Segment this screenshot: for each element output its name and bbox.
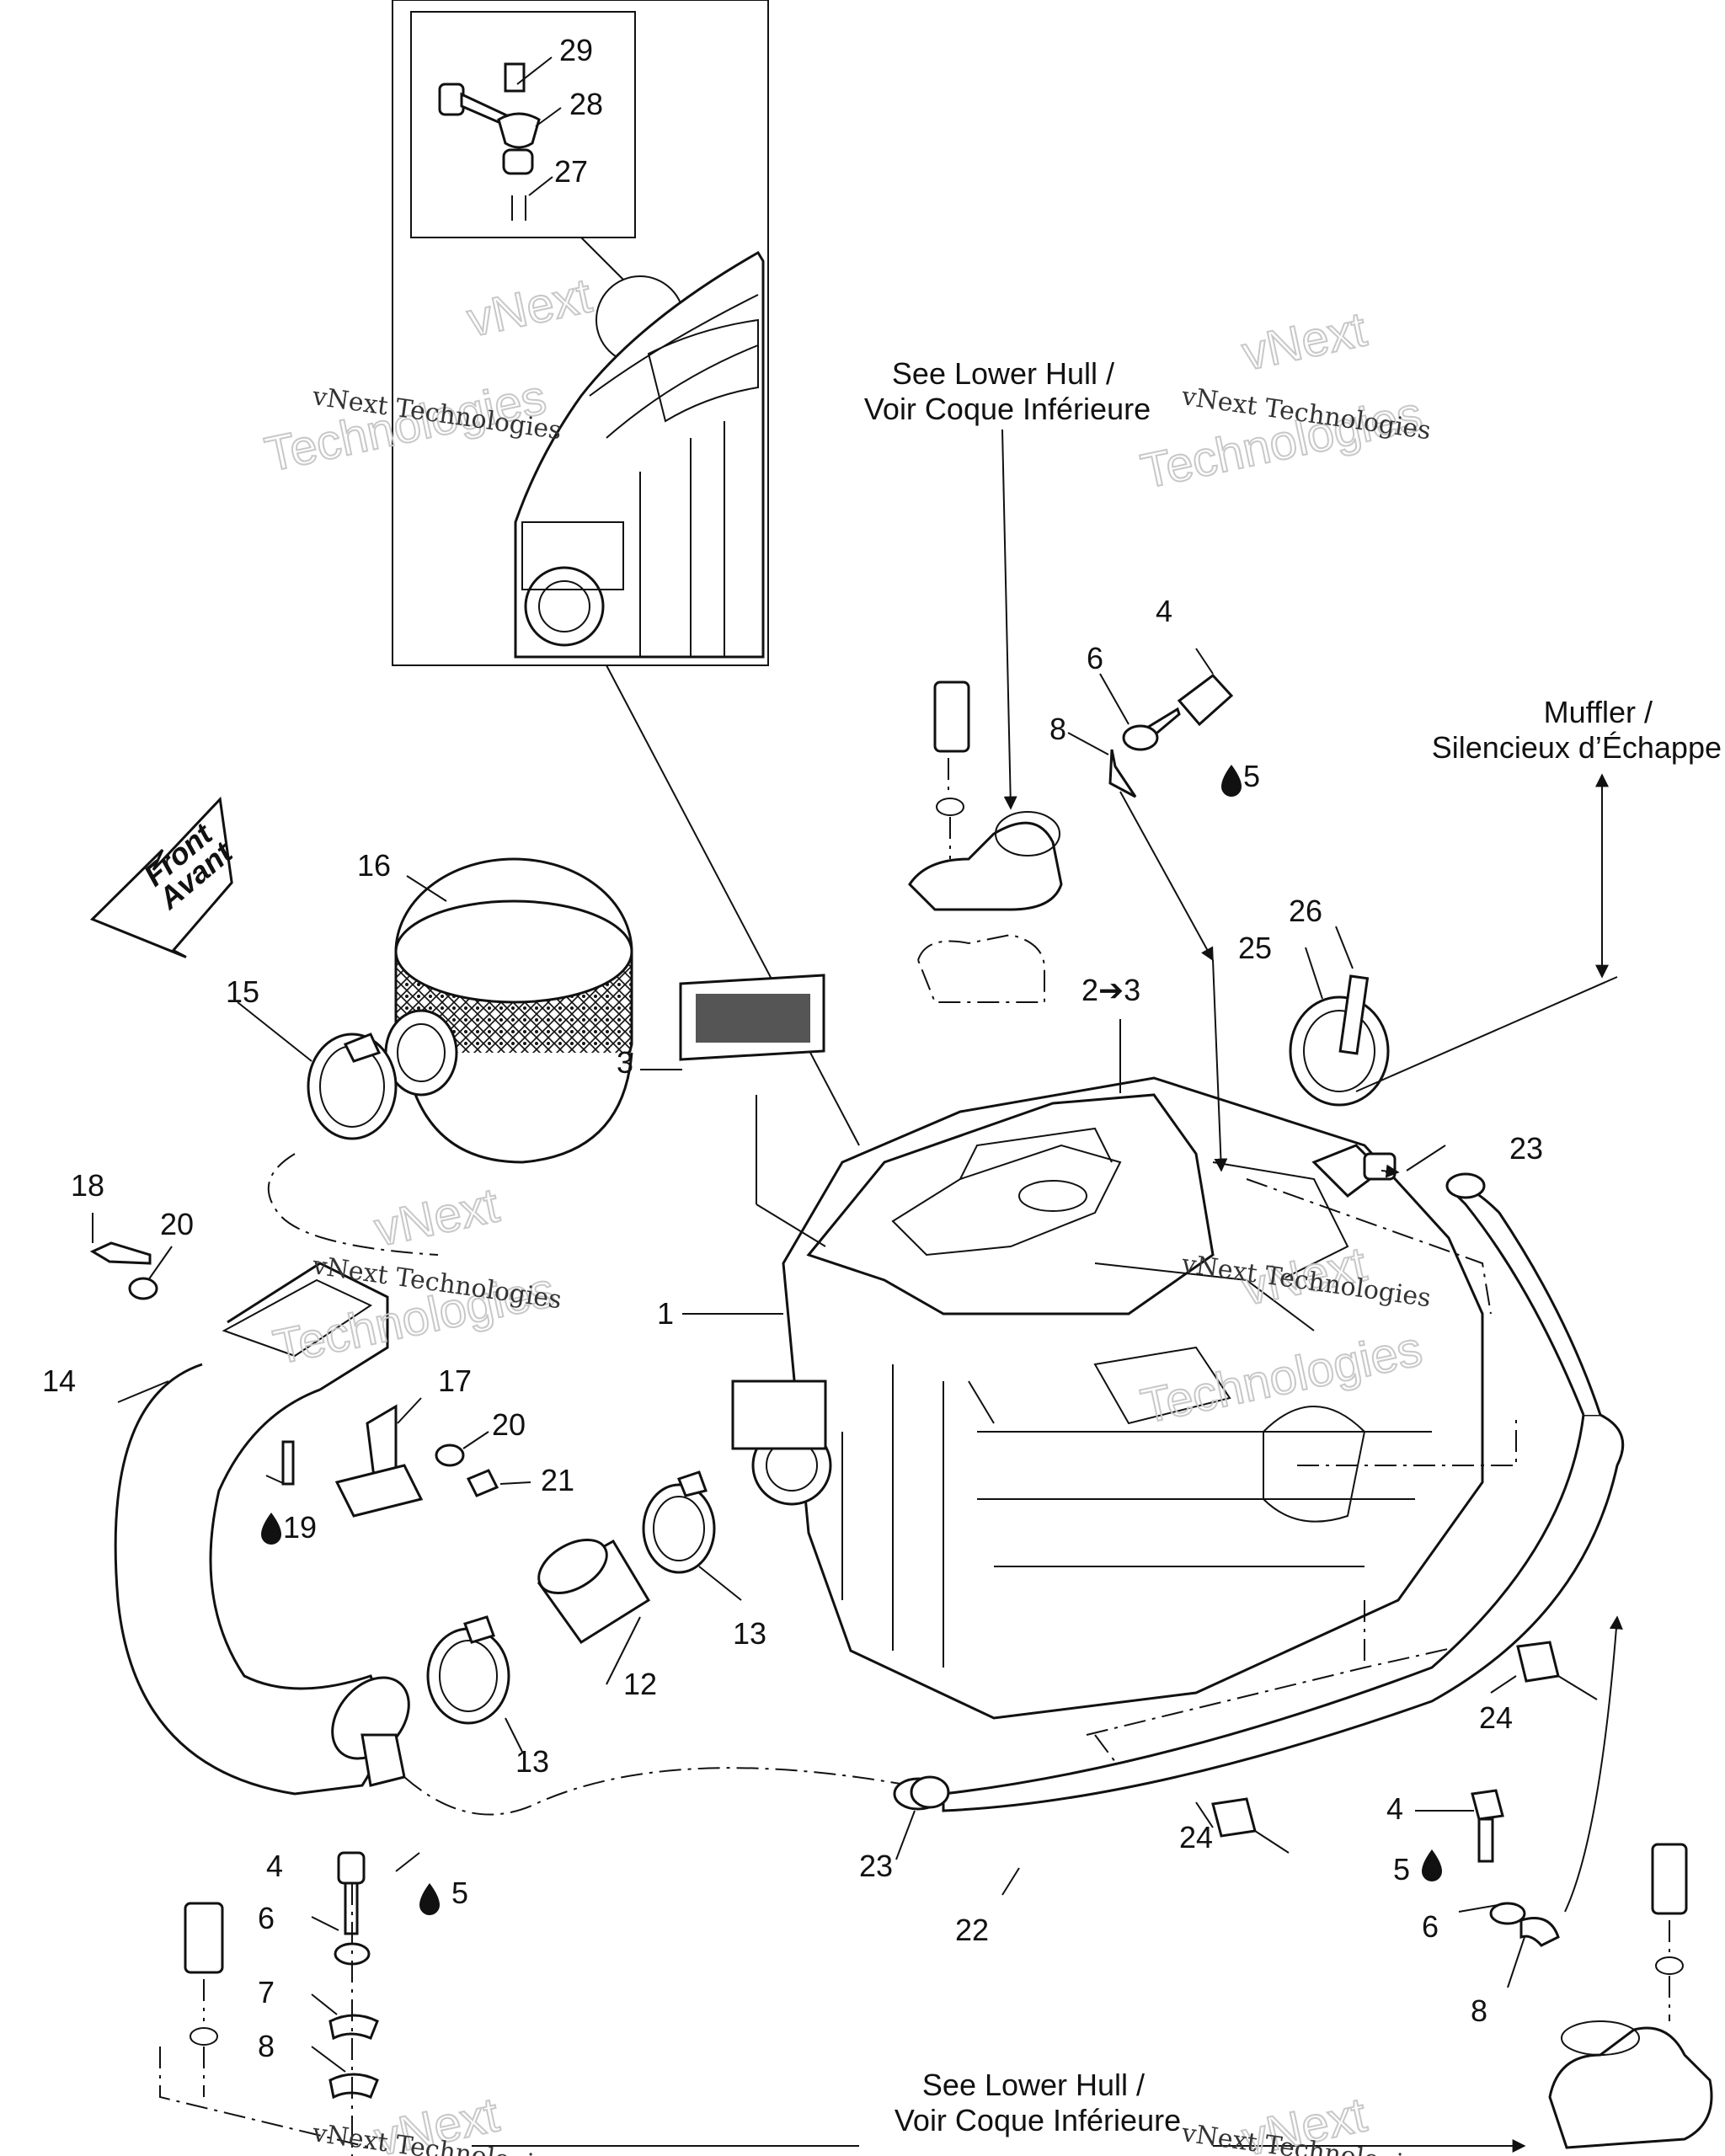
label-20-left: 20 — [160, 1207, 194, 1241]
label-7: 7 — [258, 1975, 275, 2009]
hose-straps — [1211, 1641, 1598, 1854]
label-15: 15 — [226, 974, 259, 1009]
label-17: 17 — [438, 1364, 472, 1398]
label-1: 1 — [657, 1296, 674, 1331]
label-27: 27 — [554, 154, 588, 189]
sleeve-and-clamps — [426, 1470, 716, 1725]
callout-lower-hull-top: See Lower Hull / Voir Coque Inférieure — [864, 356, 1151, 426]
bolt-set-bottom-right — [1471, 1615, 1713, 2149]
label-16: 16 — [357, 848, 391, 883]
oil-drop-icon — [1422, 1849, 1442, 1881]
label-24-right: 24 — [1479, 1700, 1513, 1735]
label-20-right: 20 — [492, 1407, 526, 1442]
label-24-left: 24 — [1179, 1820, 1213, 1854]
label-23-right: 23 — [1509, 1131, 1543, 1166]
label-6-bottom-right: 6 — [1422, 1909, 1439, 1944]
oil-drop-icon — [419, 1883, 440, 1915]
v-band-clamp — [1289, 974, 1618, 1107]
label-12: 12 — [623, 1667, 657, 1701]
oil-drop-icon — [1221, 765, 1242, 797]
inset-engine-sketch — [514, 250, 765, 659]
label-28: 28 — [569, 87, 603, 121]
watermark-big: vNext — [462, 268, 596, 347]
label-25: 25 — [1238, 931, 1272, 965]
label-26: 26 — [1289, 894, 1322, 928]
label-8-bottom-left: 8 — [258, 2029, 275, 2063]
callout-lower-hull-bottom: See Lower Hull / Voir Coque Inférieure — [895, 2068, 1181, 2137]
label-14: 14 — [42, 1364, 76, 1398]
label-4-bottom-right: 4 — [1386, 1791, 1403, 1826]
bolt-set-bottom-left — [184, 1851, 379, 2156]
label-5-bottom-left: 5 — [451, 1876, 468, 1910]
label-13-left: 13 — [515, 1744, 549, 1779]
engine-block — [731, 1076, 1517, 1770]
label-23-left: 23 — [859, 1849, 893, 1883]
label-18: 18 — [71, 1168, 104, 1203]
front-arrow: Front Avant — [89, 796, 240, 958]
label-8-top: 8 — [1049, 712, 1066, 746]
label-21: 21 — [541, 1463, 574, 1497]
label-4-top: 4 — [1156, 594, 1172, 628]
label-19: 19 — [283, 1510, 317, 1545]
label-6-top: 6 — [1087, 641, 1103, 675]
inset-detail — [392, 0, 769, 666]
label-3: 3 — [617, 1045, 633, 1080]
intake-hose — [114, 1262, 410, 1796]
label-29: 29 — [559, 33, 593, 67]
clamp-15 — [307, 1033, 398, 1140]
water-hose — [893, 1172, 1625, 1812]
label-6-bottom-left: 6 — [258, 1901, 275, 1935]
callout-muffler: Muffler / Silencieux d’Échappe — [1432, 695, 1722, 765]
label-5-bottom-right: 5 — [1393, 1852, 1410, 1886]
label-8-bottom-right: 8 — [1471, 1993, 1487, 2028]
air-filter — [384, 857, 633, 1164]
label-22: 22 — [955, 1913, 989, 1947]
part-27-28-29-fitting — [438, 56, 562, 221]
part-labels: 29 28 27 4 6 8 5 26 25 2➔3 16 15 3 23 18… — [42, 33, 1543, 2063]
label-13-right: 13 — [733, 1616, 766, 1651]
warning-decal — [679, 974, 825, 1061]
oil-drop-icon — [261, 1513, 281, 1545]
watermark-big: vNext — [370, 1177, 504, 1257]
bolt-set-top — [1108, 673, 1234, 1172]
leader-lines — [92, 429, 1609, 2153]
label-2-to-3: 2➔3 — [1081, 973, 1140, 1007]
engine-mount-top — [908, 680, 1063, 1003]
watermark-big: vNext — [1237, 302, 1371, 381]
label-5-top: 5 — [1243, 759, 1260, 793]
label-4-bottom-left: 4 — [266, 1849, 283, 1883]
bracket-set — [89, 1241, 499, 1518]
